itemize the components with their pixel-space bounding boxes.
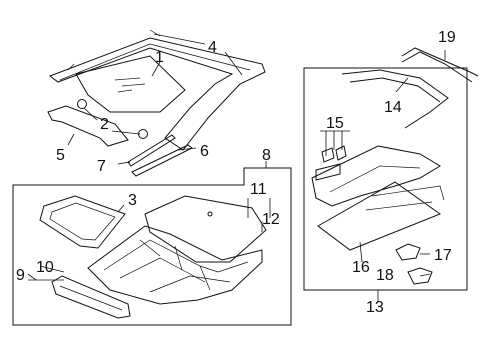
roof-panel-group (47, 29, 266, 177)
seal-ring-part (39, 195, 126, 249)
seal-bracket-part (47, 105, 129, 147)
callout-labels: 1 2 3 4 5 6 7 8 9 10 11 12 13 14 15 16 1… (16, 29, 456, 316)
sliding-glass-part (144, 195, 267, 263)
glass-panel-part (75, 55, 186, 113)
callout-16: 16 (352, 259, 370, 276)
drain-channel-part (341, 69, 449, 129)
callout-2: 2 (100, 116, 109, 133)
assembly-box-13 (303, 67, 468, 291)
callout-17: 17 (434, 247, 452, 264)
sunshade-part (317, 181, 442, 251)
sunroof-frame-group (39, 195, 267, 319)
mount-bracket-part (315, 145, 347, 181)
callout-9: 9 (16, 267, 25, 284)
guide-rail-part (127, 134, 176, 167)
callout-8: 8 (262, 147, 271, 164)
callout-15: 15 (326, 115, 344, 132)
callout-1: 1 (155, 49, 164, 66)
roof-moulding-part (48, 37, 266, 151)
callout-7: 7 (97, 158, 106, 175)
callout-3: 3 (128, 192, 137, 209)
callout-11: 11 (250, 181, 267, 198)
wire-harness-part (401, 47, 479, 83)
callout-5: 5 (56, 147, 65, 164)
callout-18: 18 (376, 267, 394, 284)
grommet-part (77, 99, 87, 109)
callout-10: 10 (36, 259, 54, 276)
trim-strip-part (131, 144, 193, 177)
callout-13: 13 (366, 299, 384, 316)
relay-part (407, 267, 433, 285)
guide-frame-part (311, 145, 441, 207)
callout-4: 4 (208, 39, 217, 56)
motor-part (395, 243, 421, 261)
deflector-part (51, 275, 131, 319)
leader-lines (27, 33, 446, 302)
assembly-box-8 (12, 167, 292, 326)
callout-12: 12 (262, 211, 280, 228)
motor-group (311, 47, 479, 285)
roof-frame-part (87, 225, 263, 305)
callout-6: 6 (200, 143, 209, 160)
callout-19: 19 (438, 29, 456, 46)
callout-14: 14 (384, 99, 402, 116)
